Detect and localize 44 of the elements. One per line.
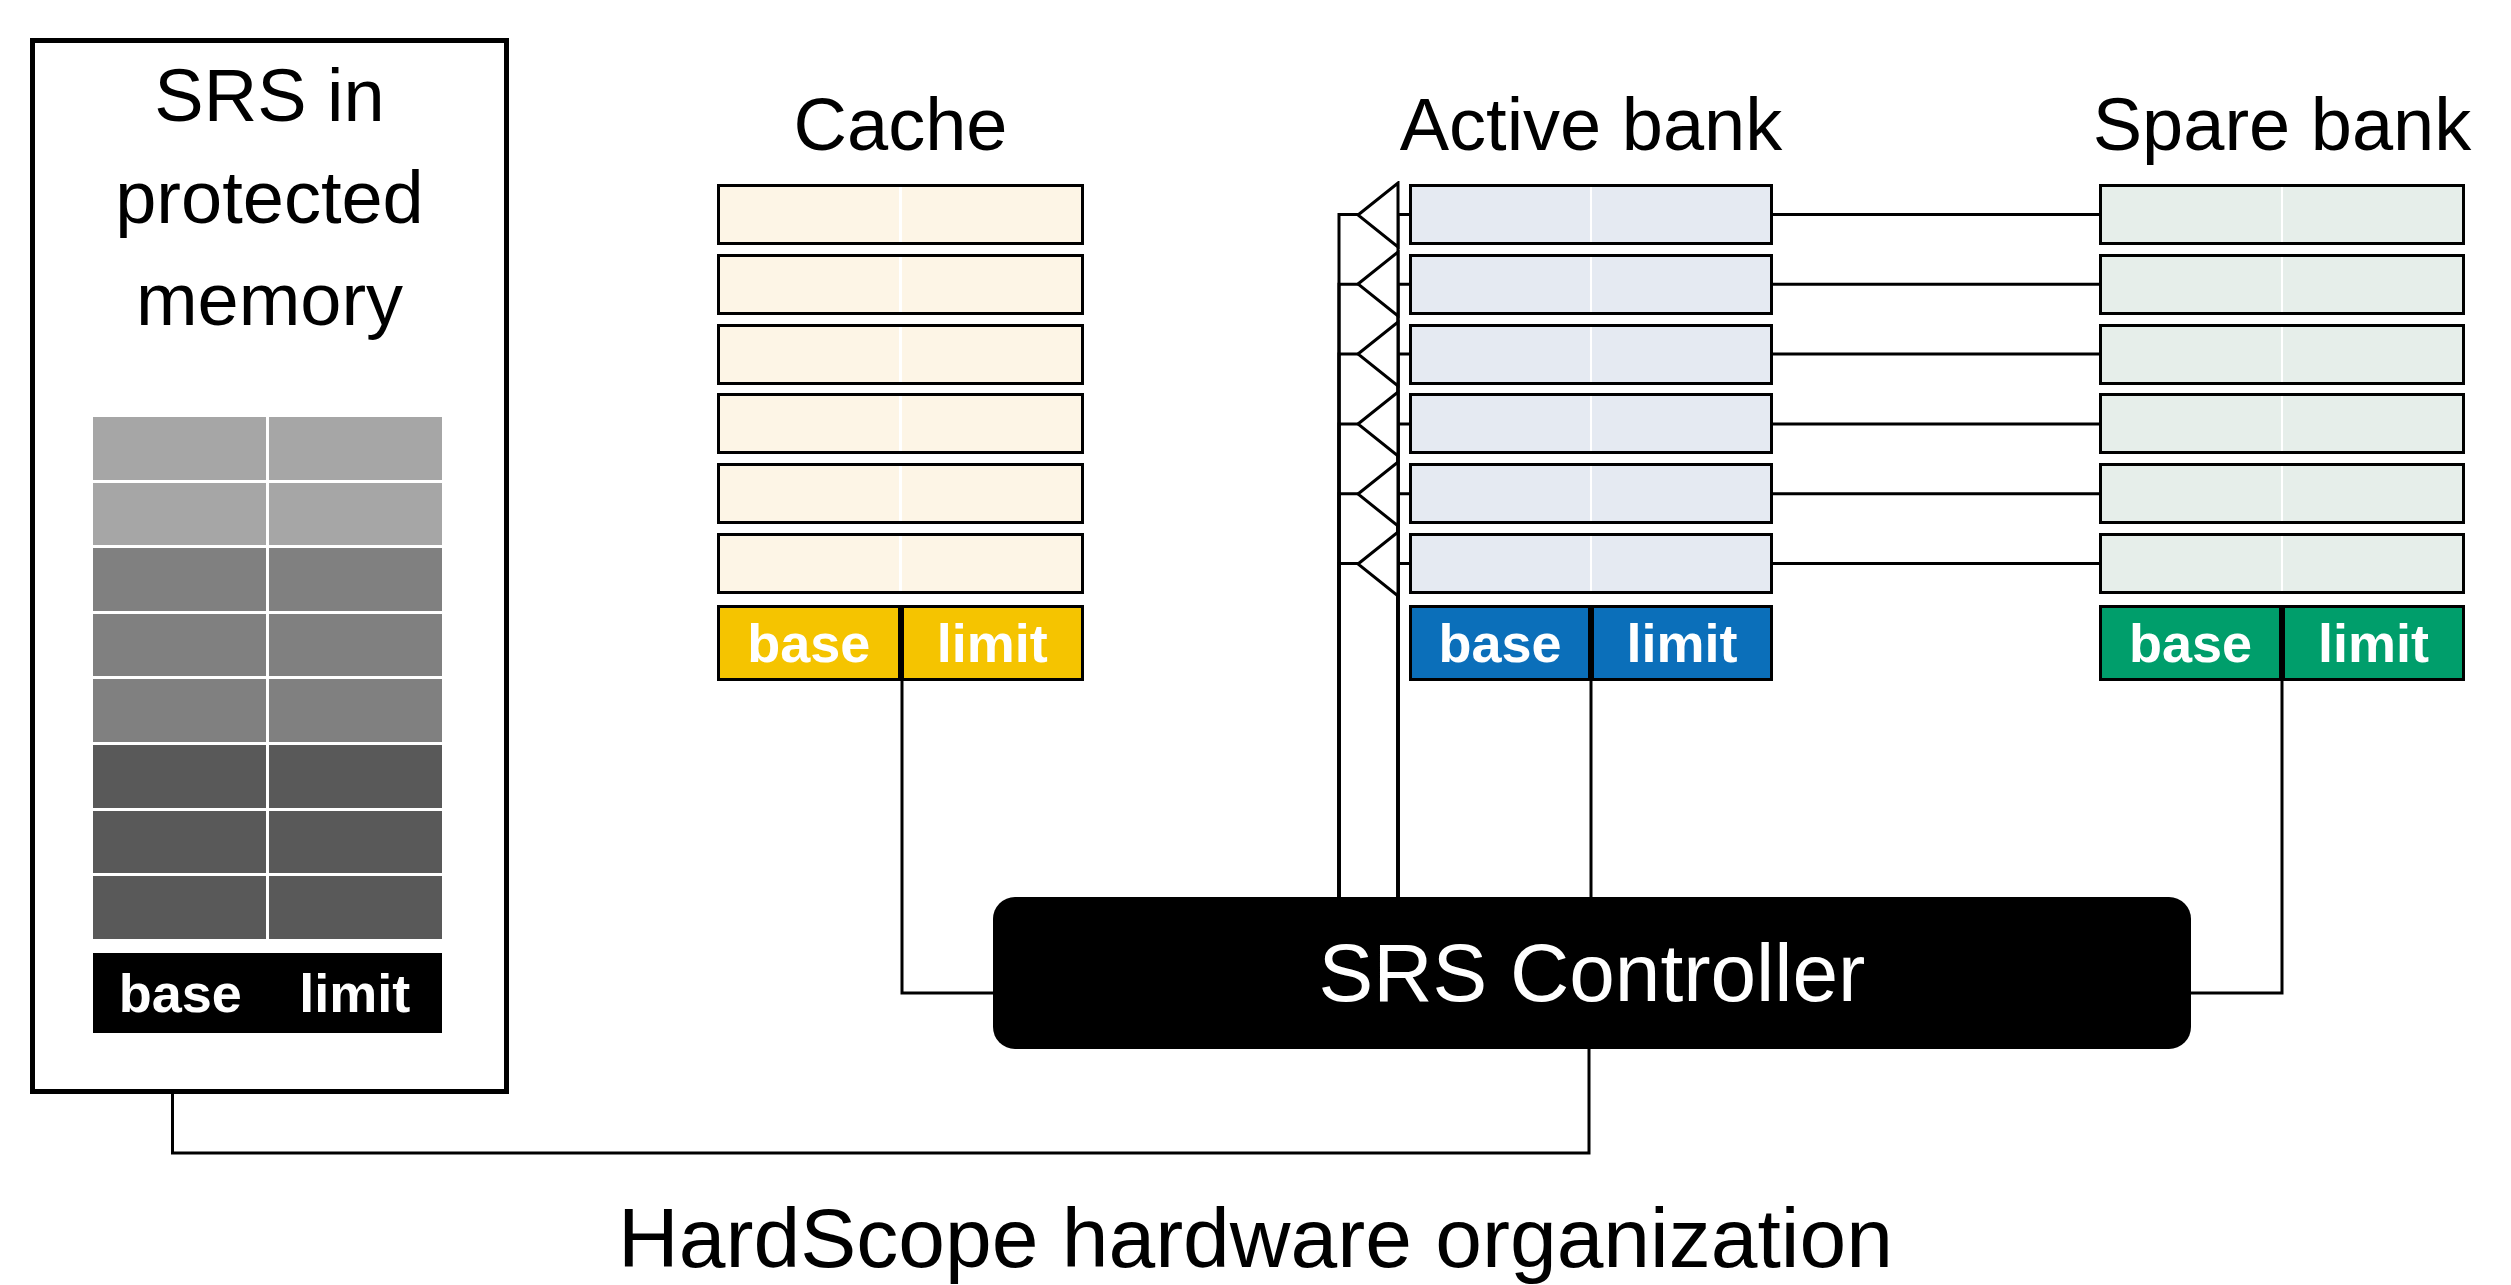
header-cell: limit: [2282, 605, 2465, 681]
register-row: [2099, 463, 2465, 525]
register-row: [2099, 393, 2465, 455]
memory-panel: [30, 38, 509, 1094]
connector-line: [1773, 422, 2099, 426]
header-cell: base: [1409, 605, 1591, 681]
header-cell: limit: [1591, 605, 1773, 681]
register-row: [1409, 463, 1773, 525]
connector-line: [2191, 681, 2284, 995]
connector-line: [900, 681, 993, 995]
connector-line: [1773, 352, 2099, 356]
register-row: [1409, 533, 1773, 594]
register-row: [1409, 253, 1773, 315]
bank-title: Active bank: [1399, 83, 1783, 166]
connector-line: [1773, 492, 2099, 496]
register-row: [717, 393, 1084, 455]
register-row: [717, 253, 1084, 315]
register-row: [717, 533, 1084, 594]
register-row: [2099, 323, 2465, 385]
header-cell: base: [93, 953, 268, 1033]
bank-title: Spare bank: [2092, 83, 2472, 166]
caption: HardScope hardware organization: [617, 1190, 1894, 1285]
connector-line: [1773, 282, 2099, 286]
register-row: [717, 463, 1084, 525]
register-row: [717, 184, 1084, 245]
header-cell: limit: [900, 605, 1084, 681]
header-cell: limit: [267, 953, 442, 1033]
bank-title: Cache: [793, 83, 1008, 166]
connector-line: [1773, 213, 2099, 216]
header-cell: base: [2099, 605, 2282, 681]
connector-line: [1337, 562, 1358, 897]
controller-box: SRS Controller: [993, 897, 2191, 1049]
register-row: [1409, 393, 1773, 455]
panel-title: SRS in protected memory: [114, 53, 425, 343]
register-row: [717, 323, 1084, 385]
register-row: [2099, 253, 2465, 315]
connector-line: [1589, 681, 1593, 897]
header-cell: base: [717, 605, 901, 681]
register-row: [1409, 184, 1773, 245]
register-row: [2099, 184, 2465, 245]
connector-line: [1773, 562, 2099, 565]
register-row: [1409, 323, 1773, 385]
connector-line: [171, 1049, 1591, 1155]
register-row: [2099, 533, 2465, 594]
